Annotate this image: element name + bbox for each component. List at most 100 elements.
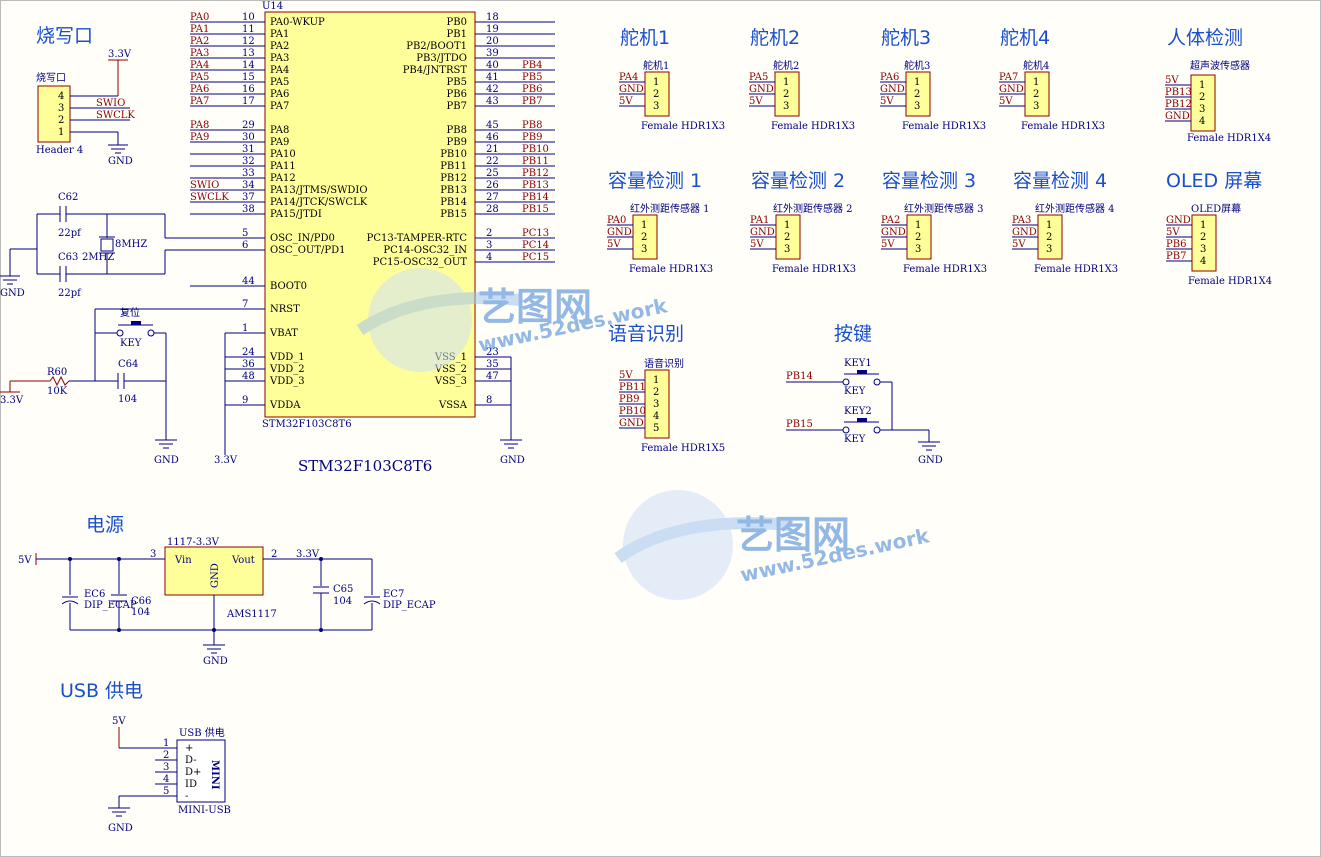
- mcu-pin-num: 16: [242, 84, 255, 95]
- vss-gnd-symbol: [500, 439, 522, 449]
- mcu-pin-num: 31: [242, 144, 255, 155]
- watermark-brand-2: 艺图网: [736, 513, 850, 557]
- reset-label: 复位: [120, 306, 140, 319]
- key2-net: PB15: [786, 419, 813, 430]
- usb-pin-num: 2: [163, 750, 169, 761]
- mcu-net-label: PC13: [522, 228, 549, 239]
- mcu-pin-name: PA0-WKUP: [270, 17, 325, 28]
- connector-label: 超声波传感器: [1190, 59, 1250, 72]
- crystal-freq: 8MHZ: [115, 239, 147, 250]
- connector-pin-num: 2: [783, 89, 789, 100]
- connector-body: [774, 71, 800, 117]
- connector-net-label: GND: [1012, 227, 1037, 238]
- c63-value: 22pf: [58, 288, 82, 299]
- key1-ref: KEY1: [844, 358, 872, 369]
- mcu-pin-name: PA11: [270, 161, 296, 172]
- key1-type: KEY: [844, 386, 866, 397]
- mcu-net-label: PB9: [522, 132, 542, 143]
- mcu-net-label: PA0: [190, 12, 209, 23]
- mcu-pin-name: PB6: [447, 89, 467, 100]
- mcu-net-label: PB14: [522, 192, 549, 203]
- mcu-pin-name: PA12: [270, 173, 296, 184]
- c64-ref: C64: [118, 359, 138, 370]
- mcu-net-label: PA9: [190, 132, 209, 143]
- mcu-pin-name: VBAT: [269, 328, 298, 339]
- connector-net-label: 5V: [749, 96, 763, 107]
- mcu-pin-name: PA1: [270, 29, 289, 40]
- mcu-pin-num: 27: [486, 192, 499, 203]
- connector-pin-num: 3: [915, 244, 921, 255]
- connector-pin-num: 1: [1046, 220, 1052, 231]
- c63-ref: C63: [58, 252, 78, 263]
- mcu-net-label: PC14: [522, 240, 549, 251]
- mcu-pin-num: 21: [486, 144, 499, 155]
- mcu-pin-num: 43: [486, 96, 499, 107]
- connector-part: Female HDR1X3: [771, 121, 855, 132]
- usb-pin-num: 3: [163, 762, 169, 773]
- connector-net-label: PB12: [1165, 99, 1192, 110]
- mcu-pin-name: PB1: [447, 29, 467, 40]
- burn-net-label: SWCLK: [96, 110, 135, 121]
- mcu-pin-name: PB12: [440, 173, 467, 184]
- mcu-pin-name: PA5: [270, 77, 289, 88]
- mcu-pin-name: PA2: [270, 41, 289, 52]
- connector-net-label: PA1: [750, 215, 769, 226]
- mcu-pin-num: 9: [242, 395, 248, 406]
- mcu-pin-num: 33: [242, 168, 255, 179]
- key2-type: KEY: [844, 434, 866, 445]
- connector-net-label: PA4: [619, 72, 638, 83]
- connector-net-label: 5V: [1012, 239, 1026, 250]
- mcu-pin-num: 39: [486, 48, 499, 59]
- mcu-net-label: PB8: [522, 120, 542, 131]
- mcu-pin-num: 28: [486, 204, 499, 215]
- ec6-value: DIP_ECAP: [84, 600, 137, 611]
- connector-body: [644, 71, 670, 117]
- keys-circuit: [786, 370, 940, 451]
- burn-header-label: 烧写口: [36, 71, 66, 84]
- reg-gnd: GND: [210, 563, 221, 588]
- power-gnd-label: GND: [203, 656, 228, 667]
- connector-pin-num: 1: [641, 220, 647, 231]
- mcu-pin-num: 46: [486, 132, 499, 143]
- usb-pin-num: 1: [163, 738, 169, 749]
- mcu-pin-name: PA9: [270, 137, 289, 148]
- connector-pin-num: 1: [915, 220, 921, 231]
- connector-net-label: GND: [607, 227, 632, 238]
- connector-pin-num: 3: [784, 244, 790, 255]
- mcu-pin-num: 5: [242, 228, 248, 239]
- title-servo4: 舵机4: [1000, 27, 1050, 49]
- mcu-pin-name: PB4/JNTRST: [403, 65, 468, 76]
- connector-body: [775, 214, 801, 260]
- mcu-net-label: PA4: [190, 60, 209, 71]
- connector-net-label: GND: [1165, 111, 1190, 122]
- mcu-pin-name: PA13/JTMS/SWDIO: [270, 185, 368, 196]
- connector-net-label: GND: [750, 227, 775, 238]
- connector-part: Female HDR1X3: [903, 264, 987, 275]
- reg-part: AMS1117: [226, 609, 277, 620]
- reset-gnd-label: GND: [154, 455, 179, 466]
- burn-3v3-label: 3.3V: [108, 49, 132, 60]
- r60-value: 10K: [47, 386, 68, 397]
- mcu-net-label: PA6: [190, 84, 209, 95]
- connector-net-label: PA7: [999, 72, 1018, 83]
- connector-pin-num: 3: [914, 101, 920, 112]
- connector-part: Female HDR1X5: [641, 443, 725, 454]
- mcu-pin-name: PB13: [440, 185, 467, 196]
- mcu-pin-num: 7: [242, 299, 248, 310]
- mcu-pin-name: PA10: [270, 149, 296, 160]
- connector-pin-num: 1: [1199, 80, 1205, 91]
- connector-part: Female HDR1X3: [1034, 264, 1118, 275]
- mcu-pin-name: VDDA: [269, 400, 301, 411]
- mcu-net-label: PA1: [190, 24, 209, 35]
- c64-value: 104: [118, 394, 137, 405]
- connector-net-label: GND: [619, 418, 644, 429]
- mcu-pin-num: 47: [486, 371, 499, 382]
- ec6-ref: EC6: [84, 589, 105, 600]
- mcu-pin-num: 17: [242, 96, 255, 107]
- connector-net-label: GND: [880, 84, 905, 95]
- mcu-pin-num: 18: [486, 12, 499, 23]
- mcu-pin-num: 25: [486, 168, 499, 179]
- mcu-net-label: PB15: [522, 204, 549, 215]
- connector-body: [1190, 74, 1216, 132]
